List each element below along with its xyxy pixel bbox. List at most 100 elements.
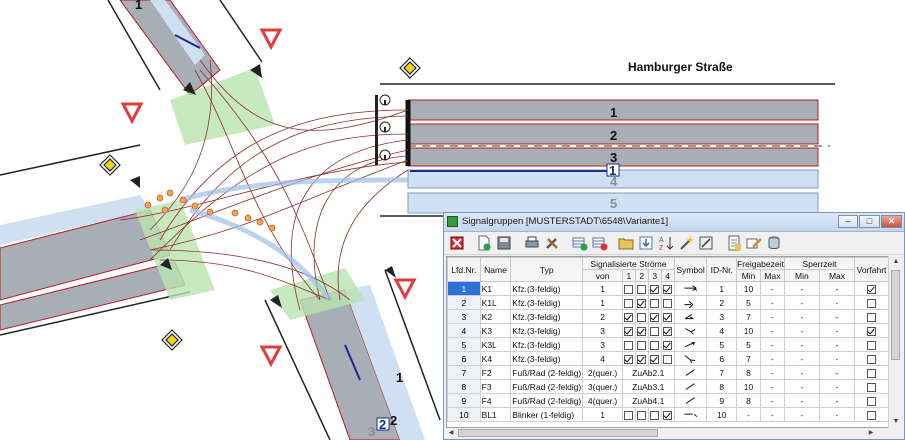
cell-typ[interactable]: Kfz.(3-feldig) bbox=[510, 323, 584, 338]
stream-checkbox[interactable] bbox=[624, 298, 634, 308]
row-number[interactable]: 6 bbox=[447, 351, 481, 366]
save-icon[interactable] bbox=[496, 235, 512, 251]
cell-vorfahrt[interactable] bbox=[854, 365, 889, 380]
cell-id-nr[interactable]: 8 bbox=[706, 379, 738, 394]
maximize-button[interactable]: □ bbox=[859, 215, 880, 228]
stream-checkbox[interactable] bbox=[663, 326, 673, 336]
cell-freigabe-min[interactable]: 5 bbox=[736, 337, 761, 352]
cell-sperr-max[interactable]: - bbox=[818, 323, 856, 338]
cell-sperr-min[interactable]: - bbox=[783, 295, 820, 310]
cell-vorfahrt[interactable] bbox=[854, 407, 889, 422]
cell-stream-4[interactable] bbox=[660, 281, 675, 296]
cell-id-nr[interactable]: 10 bbox=[706, 407, 738, 422]
cell-stream-1[interactable] bbox=[621, 407, 636, 422]
row-number[interactable]: 10 bbox=[447, 407, 481, 422]
calculator-icon[interactable] bbox=[698, 235, 714, 251]
cell-vorfahrt[interactable] bbox=[854, 295, 889, 310]
cell-stream-1[interactable] bbox=[621, 337, 636, 352]
scroll-down-icon[interactable]: ▼ bbox=[892, 418, 900, 425]
cell-stream-3[interactable] bbox=[647, 407, 662, 422]
col-header-sperr-max[interactable]: Max bbox=[818, 269, 856, 282]
cell-sperr-max[interactable]: - bbox=[818, 393, 856, 408]
cell-vorfahrt[interactable] bbox=[854, 379, 889, 394]
cell-typ[interactable]: Blinker (1-feldig) bbox=[510, 407, 584, 422]
folder-icon[interactable] bbox=[618, 235, 634, 251]
col-header-stream-4[interactable]: 4 bbox=[660, 269, 675, 282]
cell-name[interactable]: F4 bbox=[479, 393, 512, 408]
cell-freigabe-max[interactable]: - bbox=[759, 323, 785, 338]
cell-freigabe-min[interactable]: - bbox=[736, 407, 761, 422]
col-header-stream-2[interactable]: 2 bbox=[634, 269, 649, 282]
stream-checkbox[interactable] bbox=[663, 298, 673, 308]
stream-checkbox[interactable] bbox=[663, 340, 673, 350]
col-header-stream-1[interactable]: 1 bbox=[621, 269, 636, 282]
minimize-button[interactable]: – bbox=[838, 215, 858, 228]
cell-id-nr[interactable]: 7 bbox=[706, 365, 738, 380]
cell-vorfahrt[interactable] bbox=[854, 337, 889, 352]
cell-freigabe-min[interactable]: 8 bbox=[736, 365, 761, 380]
col-header-freigabe-max[interactable]: Max bbox=[759, 269, 785, 282]
cell-freigabe-max[interactable]: - bbox=[759, 407, 785, 422]
cell-sperr-max[interactable]: - bbox=[818, 295, 856, 310]
col-header-freigabe-min[interactable]: Min bbox=[736, 269, 761, 282]
cell-freigabe-max[interactable]: - bbox=[759, 295, 785, 310]
cell-typ[interactable]: Kfz.(3-feldig) bbox=[510, 295, 584, 310]
cell-von[interactable]: 3 bbox=[582, 323, 623, 338]
stream-checkbox[interactable] bbox=[650, 312, 660, 322]
wand-icon[interactable] bbox=[678, 235, 694, 251]
cell-vorfahrt[interactable] bbox=[854, 351, 889, 366]
cell-sperr-min[interactable]: - bbox=[783, 281, 820, 296]
cell-id-nr[interactable]: 4 bbox=[706, 323, 738, 338]
stream-checkbox[interactable] bbox=[624, 284, 634, 294]
cell-stream-1[interactable] bbox=[621, 323, 636, 338]
vertical-scrollbar[interactable]: ▲ ▼ bbox=[888, 256, 903, 428]
cell-name[interactable]: F3 bbox=[479, 379, 512, 394]
stream-checkbox[interactable] bbox=[637, 312, 647, 322]
new-icon[interactable] bbox=[476, 235, 492, 251]
cell-stream-4[interactable] bbox=[660, 351, 675, 366]
cell-vorfahrt[interactable] bbox=[854, 393, 889, 408]
stream-checkbox[interactable] bbox=[663, 410, 673, 420]
stream-checkbox[interactable] bbox=[650, 326, 660, 336]
cell-vorfahrt[interactable] bbox=[854, 281, 889, 296]
cell-stream-3[interactable] bbox=[647, 309, 662, 324]
col-header-id-nr[interactable]: ID-Nr. bbox=[706, 257, 738, 282]
cell-zu-ab[interactable]: ZuAb3.1 bbox=[621, 379, 675, 394]
cell-freigabe-min[interactable]: 5 bbox=[736, 295, 761, 310]
cell-freigabe-min[interactable]: 10 bbox=[736, 323, 761, 338]
cell-sperr-max[interactable]: - bbox=[818, 337, 856, 352]
col-header-symbol[interactable]: Symbol bbox=[673, 257, 708, 282]
stream-checkbox[interactable] bbox=[624, 312, 634, 322]
cell-von[interactable]: 3(quer.) bbox=[582, 379, 623, 394]
col-header-stream-3[interactable]: 3 bbox=[647, 269, 662, 282]
cell-typ[interactable]: Fuß/Rad (2-feldig) bbox=[510, 365, 584, 380]
cell-name[interactable]: K4 bbox=[479, 351, 512, 366]
col-header-sperr-min[interactable]: Min bbox=[783, 269, 820, 282]
cell-freigabe-max[interactable]: - bbox=[759, 393, 785, 408]
col-header-von[interactable]: von bbox=[582, 269, 623, 282]
cell-stream-3[interactable] bbox=[647, 351, 662, 366]
stream-checkbox[interactable] bbox=[624, 326, 634, 336]
import-icon[interactable] bbox=[638, 235, 654, 251]
stream-checkbox[interactable] bbox=[637, 340, 647, 350]
vorfahrt-checkbox[interactable] bbox=[867, 340, 877, 350]
vorfahrt-checkbox[interactable] bbox=[867, 326, 877, 336]
cell-freigabe-max[interactable]: - bbox=[759, 309, 785, 324]
cell-name[interactable]: K3L bbox=[479, 337, 512, 352]
cell-stream-1[interactable] bbox=[621, 309, 636, 324]
cell-freigabe-max[interactable]: - bbox=[759, 351, 785, 366]
col-header-freigabezeit[interactable]: Freigabezeit bbox=[736, 257, 785, 270]
stream-checkbox[interactable] bbox=[624, 410, 634, 420]
stream-checkbox[interactable] bbox=[637, 284, 647, 294]
cell-id-nr[interactable]: 1 bbox=[706, 281, 738, 296]
remove-row-icon[interactable] bbox=[592, 235, 608, 251]
cell-sperr-max[interactable]: - bbox=[818, 407, 856, 422]
col-header-sperrzeit[interactable]: Sperrzeit bbox=[783, 257, 856, 270]
